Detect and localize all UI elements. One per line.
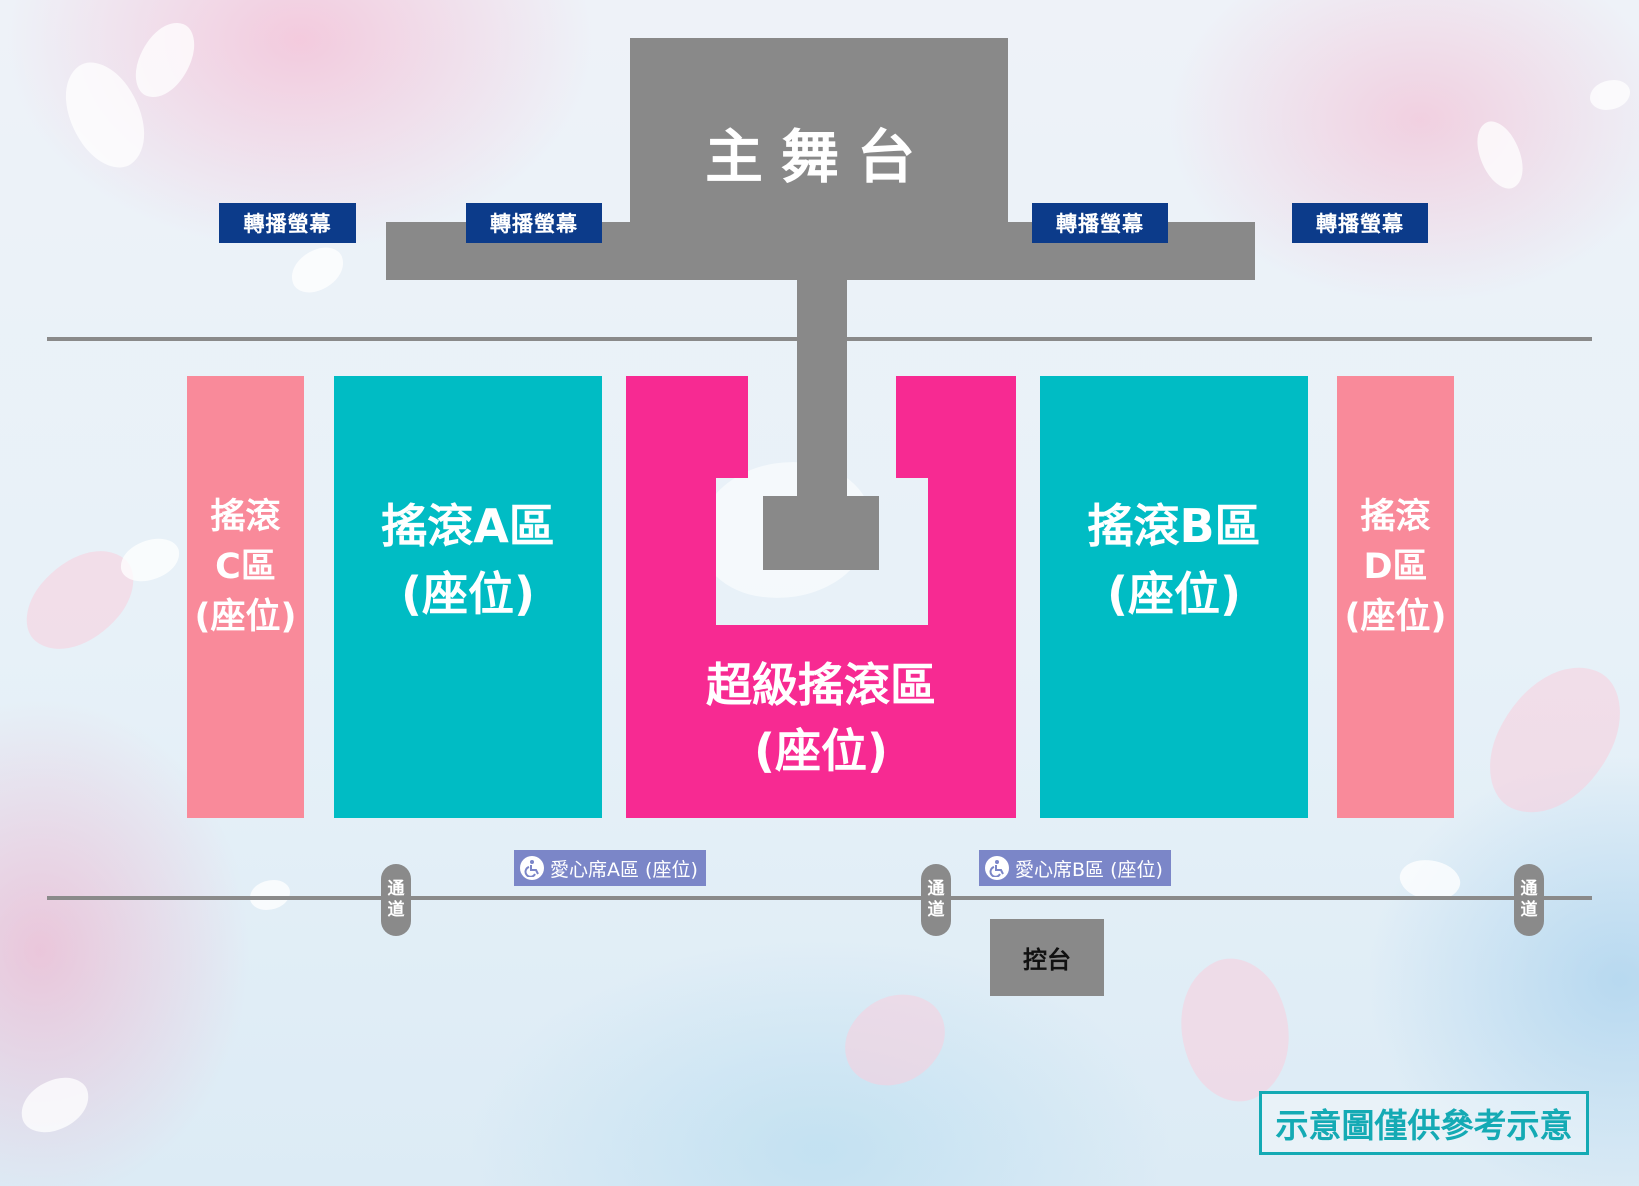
petal-decoration [116,535,184,585]
aisle-label: 道 [1520,900,1538,920]
super-rock-zone: 超級搖滾區 (座位) [626,652,1016,784]
petal-decoration [1590,80,1630,110]
runway-end-platform [763,496,879,570]
zone-label: 搖滾A區 [381,498,555,553]
zone-label: 搖滾 [210,497,281,537]
zone-label: 超級搖滾區 [706,658,936,712]
accessible-seat-a: 愛心席A區 (座位) [514,850,706,886]
wheelchair-icon [520,856,544,880]
petal-decoration [250,880,290,910]
petal-decoration [1394,850,1466,910]
super-rock-zone-shape [626,376,1016,818]
zone-label: 搖滾 [1360,497,1431,537]
rock-zone-a: 搖滾A區 (座位) [334,376,602,818]
aisle-label: 通 [927,879,945,899]
wheelchair-icon [985,856,1009,880]
control-console: 控台 [990,919,1104,996]
broadcast-screen-3: 轉播螢幕 [1032,203,1168,243]
accessible-seat-label: 愛心席A區 (座位) [550,858,698,881]
accessible-seat-label: 愛心席B區 (座位) [1015,858,1163,881]
aisle-label: 通 [1520,879,1538,899]
zone-label: D區 [1363,547,1428,587]
zone-label: (座位) [194,597,297,637]
zone-label: (座位) [753,724,889,778]
broadcast-screen-2: 轉播螢幕 [466,203,602,243]
zone-label: (座位) [1106,566,1242,621]
zone-label: (座位) [1344,597,1447,637]
petal-decoration [14,1071,96,1139]
rock-zone-d: 搖滾 D區 (座位) [1337,376,1454,818]
control-console-label: 控台 [1023,946,1071,974]
accessible-seat-b: 愛心席B區 (座位) [979,850,1171,886]
aisle-label: 道 [387,900,405,920]
super-rock-zone-outline [626,376,1016,818]
aisle-marker-center: 通 道 [921,864,951,936]
runway [797,280,847,500]
aisle-marker-left: 通 道 [381,864,411,936]
petal-decoration [127,13,203,107]
petal-decoration [831,974,959,1106]
zone-label: 搖滾B區 [1087,498,1261,553]
rock-zone-b: 搖滾B區 (座位) [1040,376,1308,818]
petal-decoration [1471,644,1639,836]
rock-zone-c: 搖滾 C區 (座位) [187,376,304,818]
petal-decoration [284,241,351,299]
aisle-label: 道 [927,900,945,920]
zone-label: C區 [215,547,276,587]
broadcast-screen-1: 轉播螢幕 [219,203,356,243]
main-stage-title: 主舞台 [704,123,933,191]
petal-decoration [1465,114,1535,196]
rear-line [47,896,1592,900]
disclaimer-note: 示意圖僅供參考示意 [1259,1091,1589,1155]
aisle-marker-right: 通 道 [1514,864,1544,936]
aisle-label: 通 [387,879,405,899]
broadcast-screen-4: 轉播螢幕 [1292,203,1428,243]
zone-label: (座位) [400,566,536,621]
